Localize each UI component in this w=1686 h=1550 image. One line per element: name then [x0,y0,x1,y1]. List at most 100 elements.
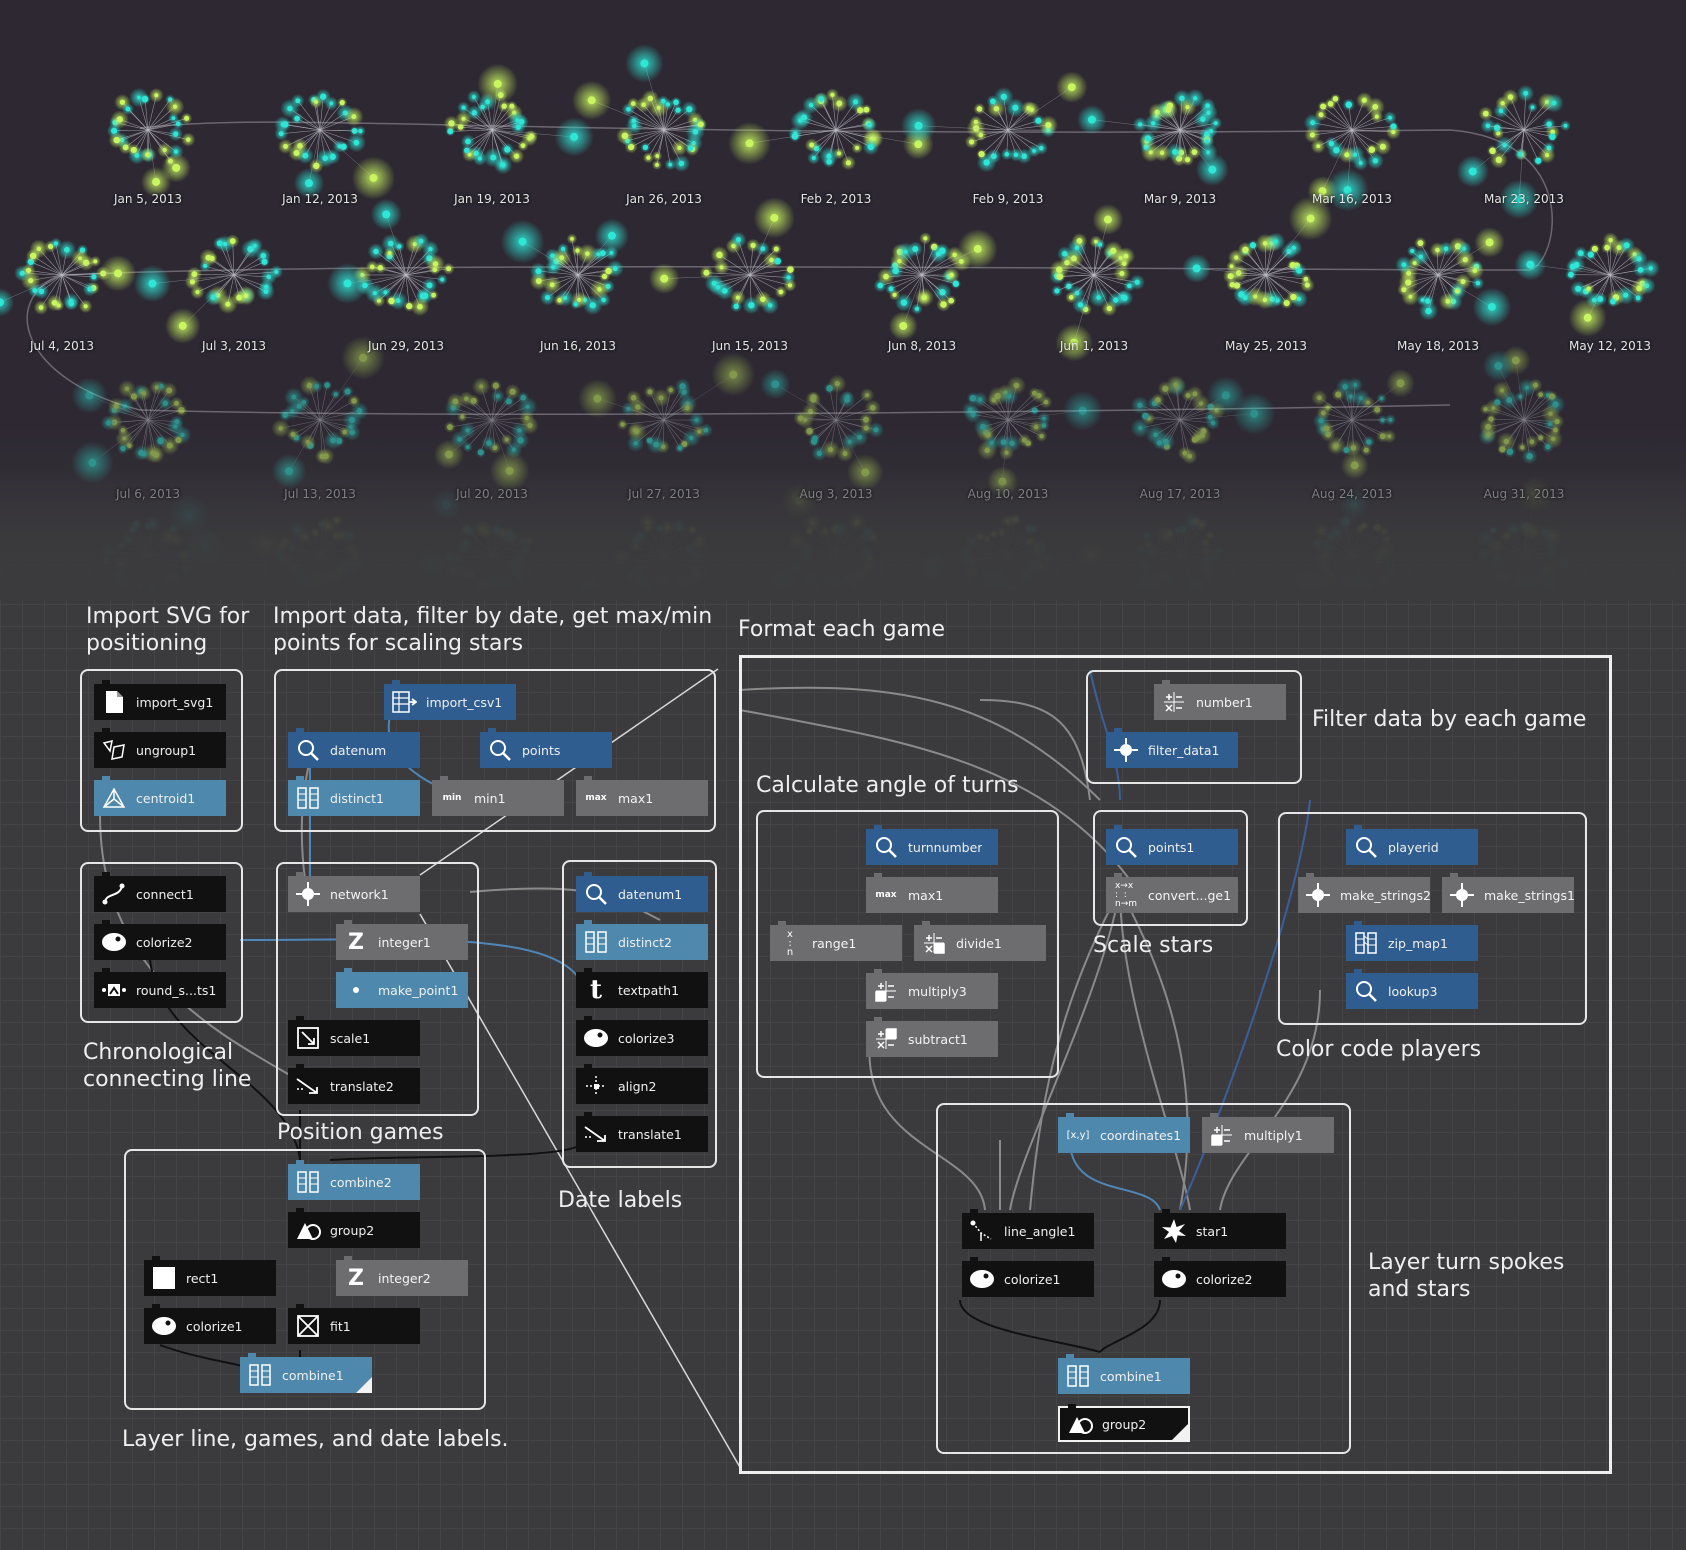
node-points1[interactable]: points1 [1106,825,1238,865]
node-subtract1[interactable]: subtract1 [866,1017,998,1057]
game-star-cluster [571,44,707,173]
node-zip-map1[interactable]: zip_map1 [1346,921,1478,961]
table-import-icon [390,688,418,716]
date-label: Jun 8, 2013 [887,339,957,353]
node-lookup3[interactable]: lookup3 [1346,969,1478,1009]
palette-icon [968,1265,996,1293]
node-rect1[interactable]: rect1 [144,1256,276,1296]
node-ungroup1[interactable]: ungroup1 [94,728,226,768]
node-round-s-ts1[interactable]: round_s...ts1 [94,968,226,1008]
date-label: Jan 5, 2013 [113,192,183,206]
date-label: Jul 3, 2013 [201,339,267,353]
node-label: max1 [618,790,654,806]
node-max1-inner[interactable]: max max1 [866,873,998,913]
node-multiply1[interactable]: multiply1 [1202,1113,1334,1153]
node-range1[interactable]: x:n range1 [770,921,902,961]
node-label: network1 [330,886,389,902]
game-star-cluster [1311,368,1416,480]
node-import-csv1[interactable]: import_csv1 [384,680,516,720]
node-label: integer2 [378,1270,431,1286]
node-label: connect1 [136,886,194,902]
min-mini-label: min [442,793,462,803]
list-icon [582,928,610,956]
node-translate1[interactable]: translate1 [576,1112,708,1152]
node-label: subtract1 [908,1031,968,1047]
node-make-strings1[interactable]: make_strings1 [1442,873,1574,913]
max-mini-label: max [585,793,607,803]
game-star-cluster [274,88,396,200]
node-colorize2-left[interactable]: colorize2 [94,920,226,960]
node-min1[interactable]: min min1 [432,776,564,816]
node-label: round_s...ts1 [136,982,217,998]
node-textpath1[interactable]: t textpath1 [576,968,708,1008]
node-datenum[interactable]: datenum [288,728,420,768]
node-datenum1[interactable]: datenum1 [576,872,708,912]
node-scale1[interactable]: scale1 [288,1016,420,1056]
node-distinct2[interactable]: distinct2 [576,920,708,960]
date-label: Jun 15, 2013 [711,339,789,353]
search-icon [294,736,322,764]
game-star-cluster [500,218,630,316]
date-label: Mar 23, 2013 [1484,192,1564,206]
node-label: multiply1 [1244,1127,1303,1143]
node-label: colorize3 [618,1030,675,1046]
file-icon [100,688,128,716]
node-import-svg1[interactable]: import_svg1 [94,680,226,720]
node-colorize3[interactable]: colorize3 [576,1016,708,1056]
node-label: translate2 [330,1078,394,1094]
node-integer2[interactable]: Z integer2 [336,1256,468,1296]
date-label: May 18, 2013 [1396,339,1480,353]
node-multiply3[interactable]: multiply3 [866,969,998,1009]
node-combine2[interactable]: combine2 [288,1160,420,1200]
node-fit1[interactable]: fit1 [288,1304,420,1344]
node-combine1-left[interactable]: combine1 [240,1353,372,1393]
node-turnnumber[interactable]: turnnumber [866,825,998,865]
node-colorize1-right[interactable]: colorize1 [962,1257,1094,1297]
game-star-cluster [443,63,594,175]
node-centroid1[interactable]: centroid1 [94,776,226,816]
game-star-cluster [1395,227,1512,327]
node-connect1[interactable]: connect1 [94,872,226,912]
date-label: Jul 13, 2013 [284,487,356,501]
node-points[interactable]: points [480,728,612,768]
scale-stars-group [1093,810,1248,926]
node-colorize1-left[interactable]: colorize1 [144,1304,276,1344]
color-players-group [1278,812,1587,1025]
node-translate2[interactable]: translate2 [288,1064,420,1104]
node-make-point1[interactable]: make_point1 [336,968,468,1008]
node-star1[interactable]: star1 [1154,1209,1286,1249]
star-icon [1160,1217,1188,1245]
date-label: Jan 12, 2013 [282,192,358,206]
node-coordinates1[interactable]: [x,y] coordinates1 [1058,1113,1190,1153]
node-network1[interactable]: network1 [288,872,420,912]
node-label: import_svg1 [136,694,214,710]
node-group2-left[interactable]: group2 [288,1208,420,1248]
date-label: Feb 2, 2013 [800,192,872,206]
node-combine1-right[interactable]: combine1 [1058,1354,1190,1394]
game-star-cluster [1077,88,1229,187]
node-integer1[interactable]: Z integer1 [336,920,468,960]
min-icon: min [438,784,466,812]
node-make-strings2[interactable]: make_strings2 [1298,873,1430,913]
text-icon: t [589,975,602,1005]
date-label: Jul 6, 2013 [115,487,181,501]
node-align2[interactable]: align2 [576,1064,708,1104]
node-label: integer1 [378,934,431,950]
node-label: datenum [330,742,387,758]
date-label: Jan 26, 2013 [626,192,702,206]
node-distinct1[interactable]: distinct1 [288,776,420,816]
node-number1[interactable]: number1 [1154,680,1286,720]
annotation-filter-game: Filter data by each game [1312,707,1587,732]
node-max1-top[interactable]: max max1 [576,776,708,816]
node-divide1[interactable]: divide1 [914,921,1046,961]
node-colorize2-right[interactable]: colorize2 [1154,1257,1286,1297]
annotation-import-svg: Import SVG for positioning [86,604,250,656]
node-filter-data1[interactable]: filter_data1 [1106,728,1238,768]
node-group2-right[interactable]: group2 [1058,1404,1190,1442]
date-labels-group [562,860,717,1168]
node-playerid[interactable]: playerid [1346,825,1478,865]
node-convert-ge1[interactable]: x→x: :n→m convert...ge1 [1106,873,1238,913]
node-line-angle1[interactable]: line_angle1 [962,1209,1094,1249]
node-label: textpath1 [618,982,680,998]
game-star-cluster [1514,232,1660,337]
